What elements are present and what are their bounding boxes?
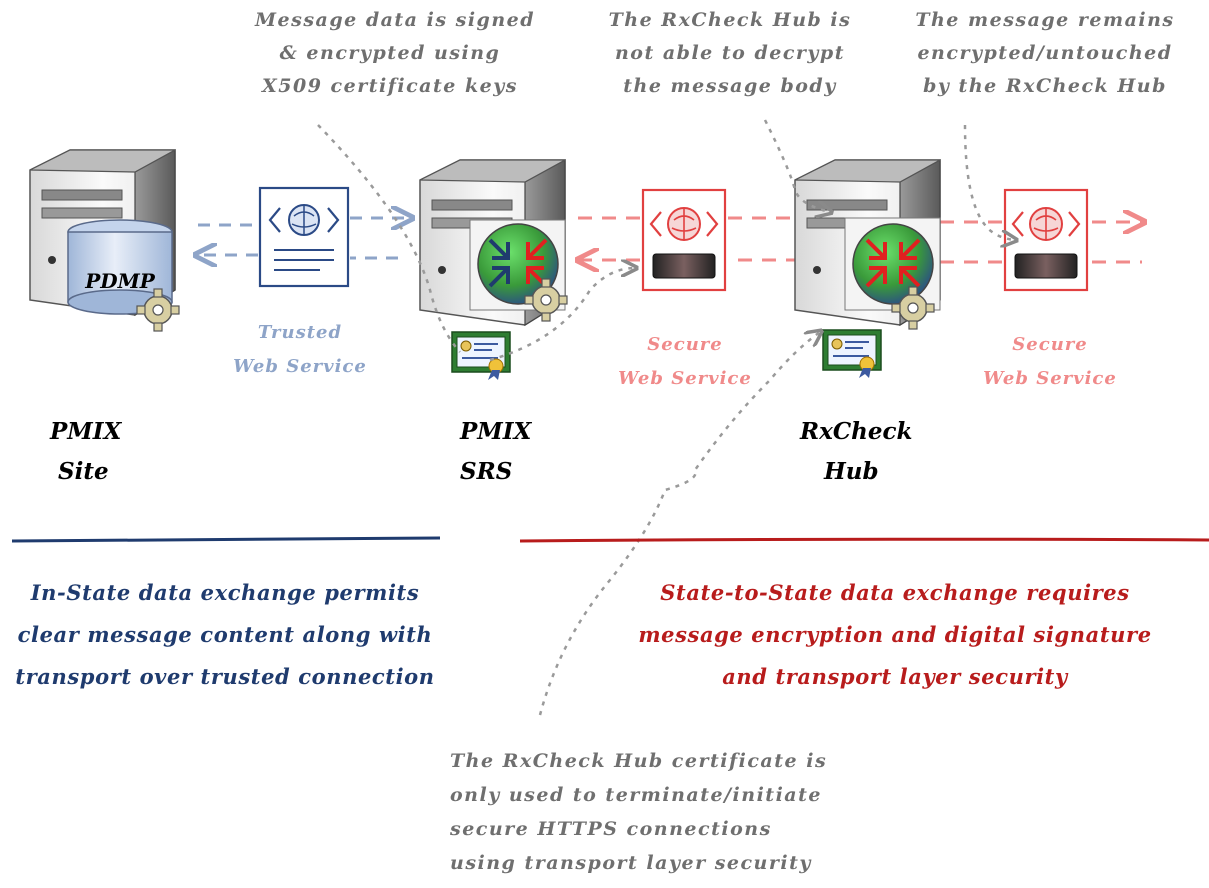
in-state-divider [11,536,441,543]
secure-service-label-1: Secure Web Service [618,334,752,389]
encrypted-message-icon-2 [1003,188,1089,292]
rxcheck-hub-label: RxCheck Hub [800,418,913,485]
rxcheck-hub-server-icon [794,159,941,379]
annotation-signed: Message data is signed & encrypted using… [255,9,536,97]
secure-link-arrows [578,218,1142,262]
pmix-site-label: PMIX Site [50,418,122,485]
trusted-service-label: Trusted Web Service [233,322,367,377]
trusted-link-arrows [198,218,410,258]
pmix-srs-server-icon [419,159,568,381]
annotation-decrypt: The RxCheck Hub is not able to decrypt t… [608,9,852,97]
pdmp-label: PDMP [84,269,156,293]
state-to-state-summary: State-to-State data exchange requires me… [638,580,1152,689]
pmix-srs-label: PMIX SRS [460,418,532,485]
encrypted-message-icon [641,188,727,292]
secure-service-label-2: Secure Web Service [983,334,1117,389]
state-to-state-divider [519,537,1209,543]
callout-lines [317,119,1015,716]
in-state-summary: In-State data exchange permits clear mes… [15,580,435,689]
pmix-site-server-icon: PDMP [29,149,180,332]
annotation-untouched: The message remains encrypted/untouched … [915,9,1175,97]
annotation-hub-certificate: The RxCheck Hub certificate is only used… [450,750,828,874]
clear-message-icon [258,186,350,288]
